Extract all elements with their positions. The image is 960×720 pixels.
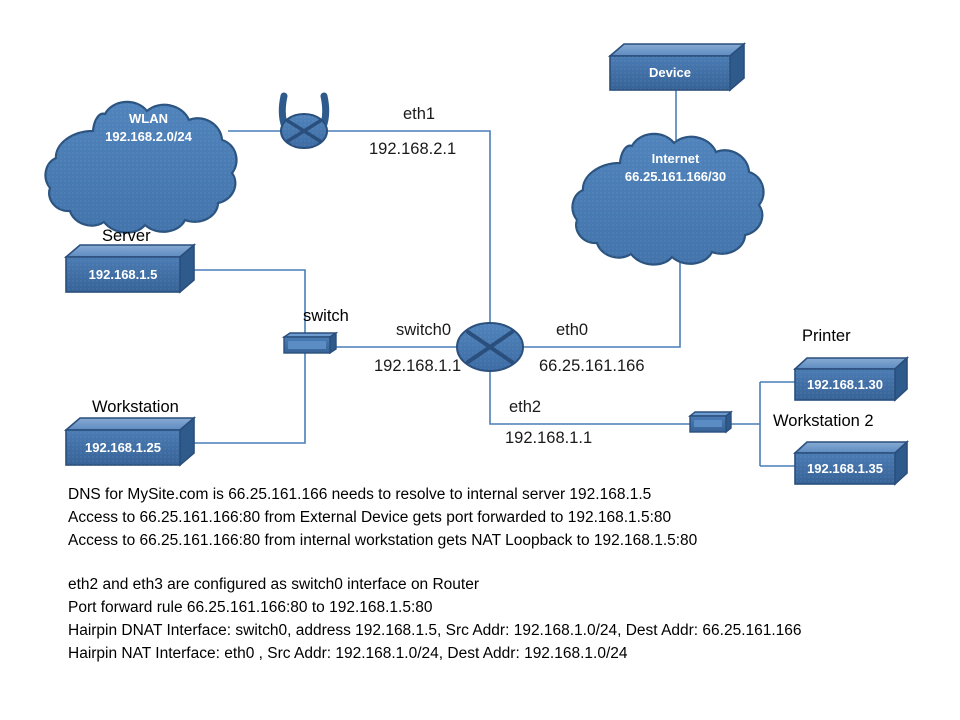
wlan-cloud-line1: WLAN bbox=[129, 111, 168, 126]
eth2-name-label: eth2 bbox=[509, 398, 542, 416]
notes-block-secondary: eth2 and eth3 are configured as switch0 … bbox=[68, 574, 802, 666]
link-server-to-switch bbox=[192, 269, 306, 347]
wlan-cloud-text: WLAN 192.168.2.0/24 bbox=[56, 110, 241, 145]
device-box-inner-text: Device bbox=[649, 65, 691, 80]
link-ap-to-router-eth1 bbox=[327, 130, 491, 331]
switch-left-label: switch bbox=[303, 307, 349, 325]
notes2-line-3: Hairpin DNAT Interface: switch0, address… bbox=[68, 621, 802, 639]
switch0-name-label: switch0 bbox=[396, 321, 452, 339]
device-box-icon[interactable] bbox=[607, 42, 747, 92]
eth0-name-label: eth0 bbox=[556, 321, 589, 339]
notes1-line-3: Access to 66.25.161.166:80 from internal… bbox=[68, 531, 698, 549]
wlan-cloud[interactable] bbox=[44, 100, 238, 234]
eth0-address-label: 66.25.161.166 bbox=[539, 357, 645, 375]
notes-block-primary: DNS for MySite.com is 66.25.161.166 need… bbox=[68, 484, 697, 553]
switch-right-icon[interactable] bbox=[688, 410, 733, 434]
eth1-address-label: 192.168.2.1 bbox=[369, 140, 457, 158]
connection-lines bbox=[192, 90, 795, 467]
notes1-line-1: DNS for MySite.com is 66.25.161.166 need… bbox=[68, 486, 652, 503]
workstation2-inner-text: 192.168.1.35 bbox=[807, 461, 883, 476]
link-workstation-to-switch bbox=[192, 347, 306, 444]
link-router-to-internet-eth0 bbox=[523, 242, 681, 348]
link-router-to-switch-right-eth2 bbox=[489, 363, 692, 425]
eth1-name-label: eth1 bbox=[403, 105, 436, 123]
workstation2-label: Workstation 2 bbox=[773, 412, 874, 430]
server-box-icon[interactable] bbox=[63, 243, 197, 294]
notes1-line-2: Access to 66.25.161.166:80 from External… bbox=[68, 508, 672, 526]
router-icon[interactable] bbox=[456, 322, 524, 372]
wireless-ap-icon[interactable] bbox=[278, 92, 330, 149]
workstation2-box-icon[interactable] bbox=[792, 440, 910, 486]
internet-cloud-line1: Internet bbox=[651, 151, 700, 166]
internet-cloud[interactable] bbox=[571, 132, 765, 266]
server-label: Server bbox=[102, 227, 151, 245]
internet-cloud-text: Internet 66.25.161.166/30 bbox=[583, 150, 768, 185]
workstation-inner-text: 192.168.1.25 bbox=[85, 440, 161, 455]
printer-inner-text: 192.168.1.30 bbox=[807, 377, 883, 392]
notes2-line-1: eth2 and eth3 are configured as switch0 … bbox=[68, 576, 480, 593]
switch-left-icon[interactable] bbox=[281, 331, 339, 355]
workstation-box-icon[interactable] bbox=[63, 416, 197, 467]
switch0-address-label: 192.168.1.1 bbox=[374, 357, 462, 375]
notes2-line-4: Hairpin NAT Interface: eth0 , Src Addr: … bbox=[68, 644, 628, 662]
server-inner-text: 192.168.1.5 bbox=[88, 267, 158, 282]
printer-box-icon[interactable] bbox=[792, 356, 910, 402]
notes2-line-2: Port forward rule 66.25.161.166:80 to 19… bbox=[68, 598, 433, 616]
workstation-label: Workstation bbox=[92, 398, 179, 416]
eth2-address-label: 192.168.1.1 bbox=[505, 429, 593, 447]
wlan-cloud-line2: 192.168.2.0/24 bbox=[105, 128, 192, 144]
printer-label: Printer bbox=[802, 327, 851, 345]
internet-cloud-line2: 66.25.161.166/30 bbox=[624, 168, 727, 184]
